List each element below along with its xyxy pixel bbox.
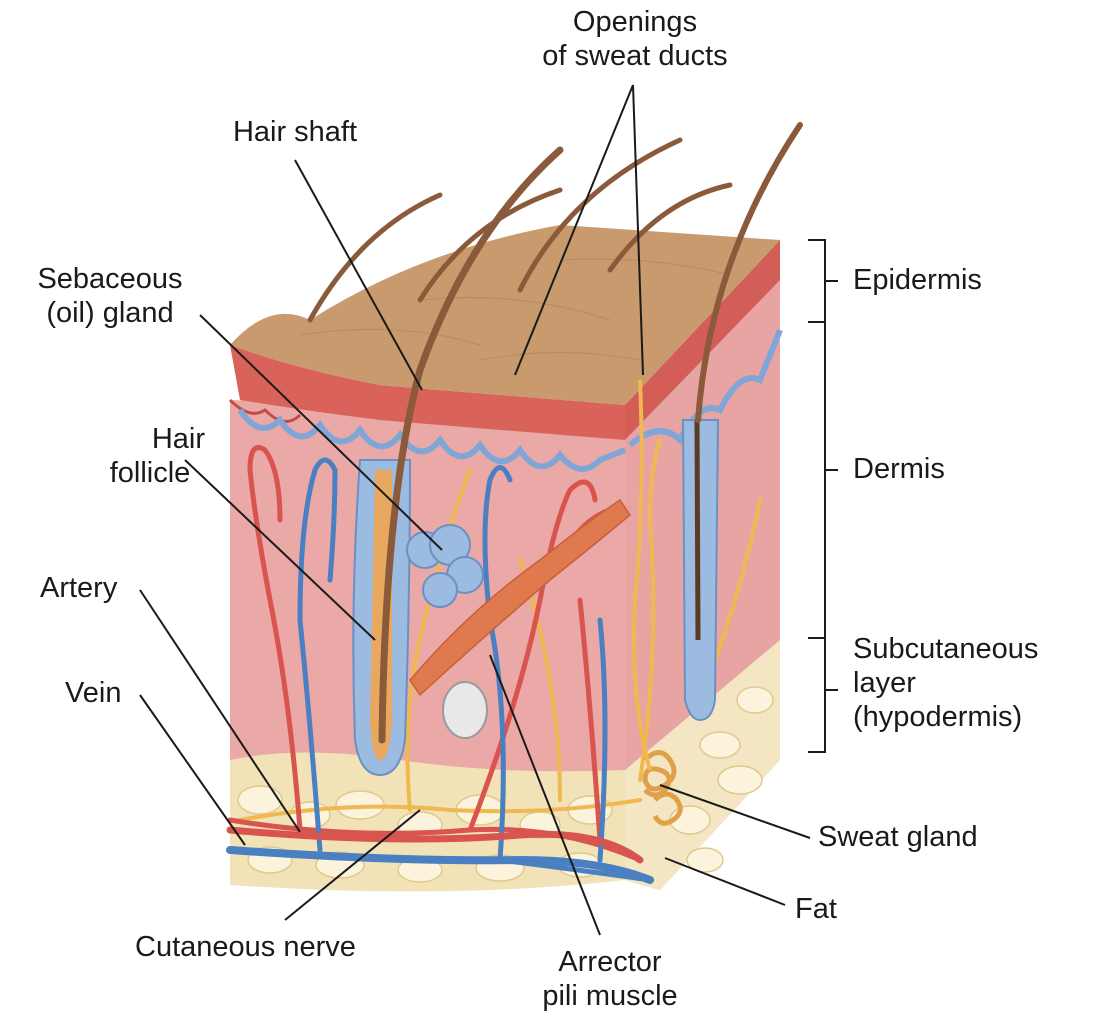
label-arrector-line2: pili muscle [520, 979, 700, 1013]
label-openings-line1: Openings [525, 5, 745, 39]
label-openings-line2-text: of [542, 40, 566, 72]
label-cutaneous-nerve: Cutaneous nerve [135, 930, 356, 964]
label-sweat-gland: Sweat gland [818, 820, 978, 854]
label-arrector-line1: Arrector [520, 945, 700, 979]
label-subcut-line3: (hypodermis) [853, 700, 1038, 734]
pacinian-corpuscle [443, 682, 487, 738]
bracket-epidermis [808, 240, 838, 322]
label-sebaceous-gland: Sebaceous (oil) gland [15, 262, 205, 330]
label-hair-follicle: Hair follicle [95, 422, 205, 490]
deep-hair-follicle-right [683, 420, 718, 720]
label-arrector-pili-muscle: Arrector pili muscle [520, 945, 700, 1013]
label-follicle-line1: Hair [95, 422, 205, 456]
label-sebaceous-line1: Sebaceous [15, 262, 205, 296]
label-subcut-line1: Subcutaneous [853, 632, 1038, 666]
label-fat: Fat [795, 892, 837, 926]
label-vein: Vein [65, 676, 121, 710]
leader-fat [665, 858, 785, 905]
label-sebaceous-line2: (oil) gland [15, 296, 205, 330]
label-openings-line3-text: sweat ducts [575, 40, 728, 72]
label-dermis: Dermis [853, 452, 945, 486]
label-subcutaneous-layer: Subcutaneous layer (hypodermis) [853, 632, 1038, 734]
label-epidermis: Epidermis [853, 263, 982, 297]
label-hair-shaft: Hair shaft [200, 115, 390, 149]
bracket-subcutaneous [808, 638, 838, 752]
label-follicle-line2: follicle [95, 456, 205, 490]
bracket-dermis [808, 322, 838, 638]
label-openings-of-sweat-ducts: Openings of sweat ducts [525, 5, 745, 73]
label-subcut-line2: layer [853, 666, 1038, 700]
deep-hair-shaft-right [697, 420, 698, 640]
leader-vein [140, 695, 245, 845]
label-openings-line2: of sweat ducts [525, 39, 745, 73]
label-artery: Artery [40, 571, 117, 605]
